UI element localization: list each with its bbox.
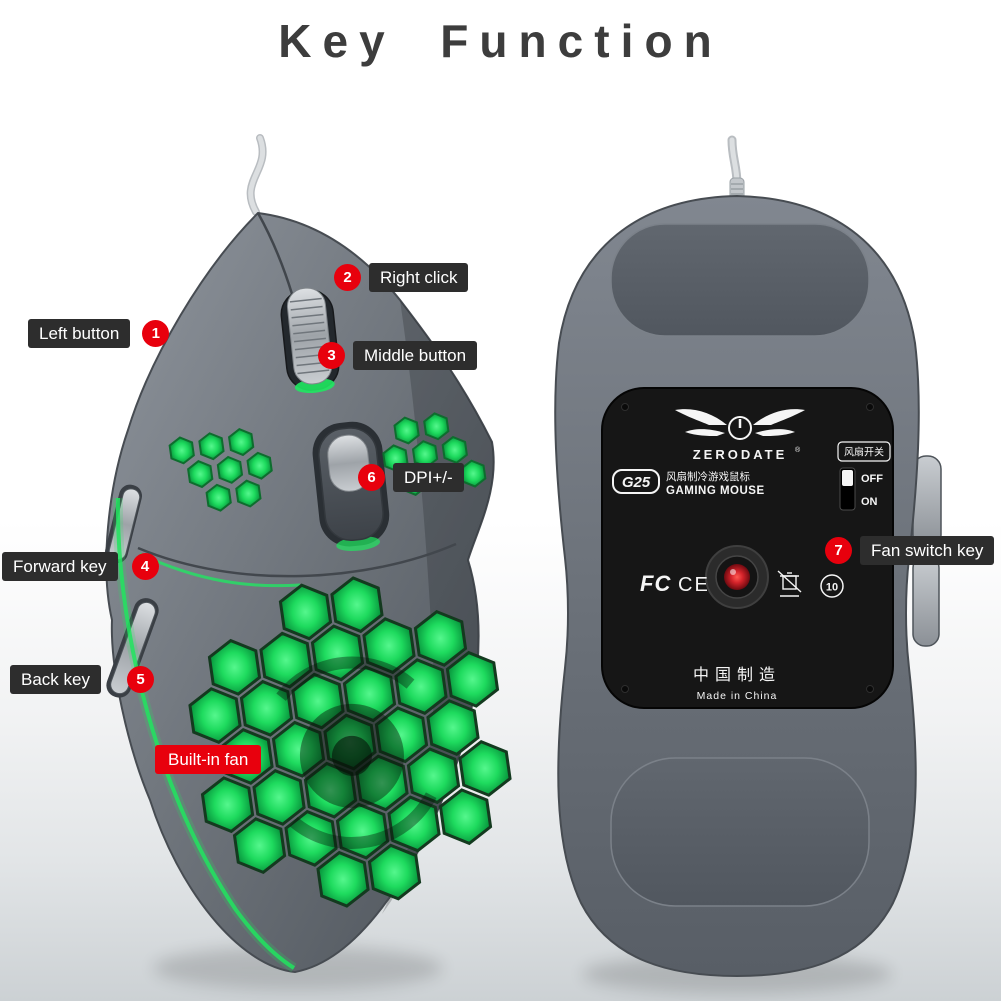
edge-glow-strip: [112, 497, 297, 973]
callout-forward-key: Forward key 4: [2, 552, 159, 581]
callout-left-button: Left button 1: [28, 319, 170, 348]
mouse-top-view-illustration: [105, 134, 512, 990]
rohs-10-badge: 10: [820, 574, 844, 598]
callout-label: Back key: [10, 665, 101, 694]
button-split-seam: [256, 212, 294, 295]
tagline-en: GAMING MOUSE: [666, 485, 765, 497]
callout-label: Left button: [28, 319, 131, 348]
callout-label: DPI+/-: [393, 463, 464, 492]
callout-number: 7: [825, 537, 852, 564]
page-title: Key Function: [278, 15, 723, 67]
callout-middle-button: 3 Middle button: [318, 341, 478, 370]
callout-number: 5: [126, 666, 154, 693]
switch-on-label: ON: [861, 496, 878, 508]
optical-sensor: [705, 545, 769, 609]
callout-number: 4: [131, 553, 159, 580]
ce-mark: CE: [678, 574, 710, 596]
sensor-lens: [724, 564, 750, 590]
weee-icon: [777, 570, 802, 597]
callout-label: Middle button: [353, 341, 478, 370]
left-vent-hexagons: [168, 428, 273, 512]
mouse-cable: [246, 134, 267, 216]
brand-reg-mark: ®: [795, 446, 801, 454]
callout-label: Right click: [369, 263, 469, 292]
fan-switch: [839, 467, 856, 511]
mouse-bottom-view-illustration: ZERODATE ® 风扇开关 OFF ON G25 风扇制冷游戏鼠标 GAMI…: [554, 135, 942, 994]
origin-cn: 中国制造: [693, 666, 781, 684]
bottom-glide-pad: [610, 757, 870, 907]
palm-seam: [137, 542, 457, 578]
callout-number: 6: [358, 464, 385, 491]
built-in-fan-blades: [276, 656, 437, 849]
callout-label: Fan switch key: [860, 536, 995, 565]
callout-label: Forward key: [2, 552, 118, 581]
callout-number: 3: [318, 342, 345, 369]
brand-name: ZERODATE: [693, 447, 788, 462]
model-name: G25: [622, 474, 651, 491]
fan-switch-label-box: [837, 441, 891, 462]
callout-number: 1: [142, 320, 170, 347]
model-badge: [612, 469, 660, 494]
callout-dpi: 6 DPI+/-: [358, 463, 464, 492]
fan-switch-label-cn: 风扇开关: [844, 446, 884, 459]
top-glide-pad: [610, 223, 870, 337]
svg-text:10: 10: [826, 582, 838, 594]
fcc-mark: FC: [640, 571, 671, 596]
brand-logo-icon: [675, 409, 805, 440]
callout-number: 2: [334, 264, 361, 291]
callout-right-click: 2 Right click: [334, 263, 469, 292]
switch-off-label: OFF: [861, 473, 883, 485]
tagline-cn: 风扇制冷游戏鼠标: [666, 470, 750, 483]
callout-back-key: Back key 5: [10, 665, 154, 694]
callout-fan-switch-key: 7 Fan switch key: [825, 536, 995, 565]
callout-built-in-fan: Built-in fan: [155, 745, 262, 774]
seam-glow: [139, 552, 301, 588]
info-panel: ZERODATE ® 风扇开关 OFF ON G25 风扇制冷游戏鼠标 GAMI…: [601, 387, 894, 709]
mouse-cable: [727, 135, 745, 201]
scroll-wheel: [280, 287, 340, 394]
origin-en: Made in China: [697, 690, 778, 702]
dpi-button: [312, 421, 390, 552]
